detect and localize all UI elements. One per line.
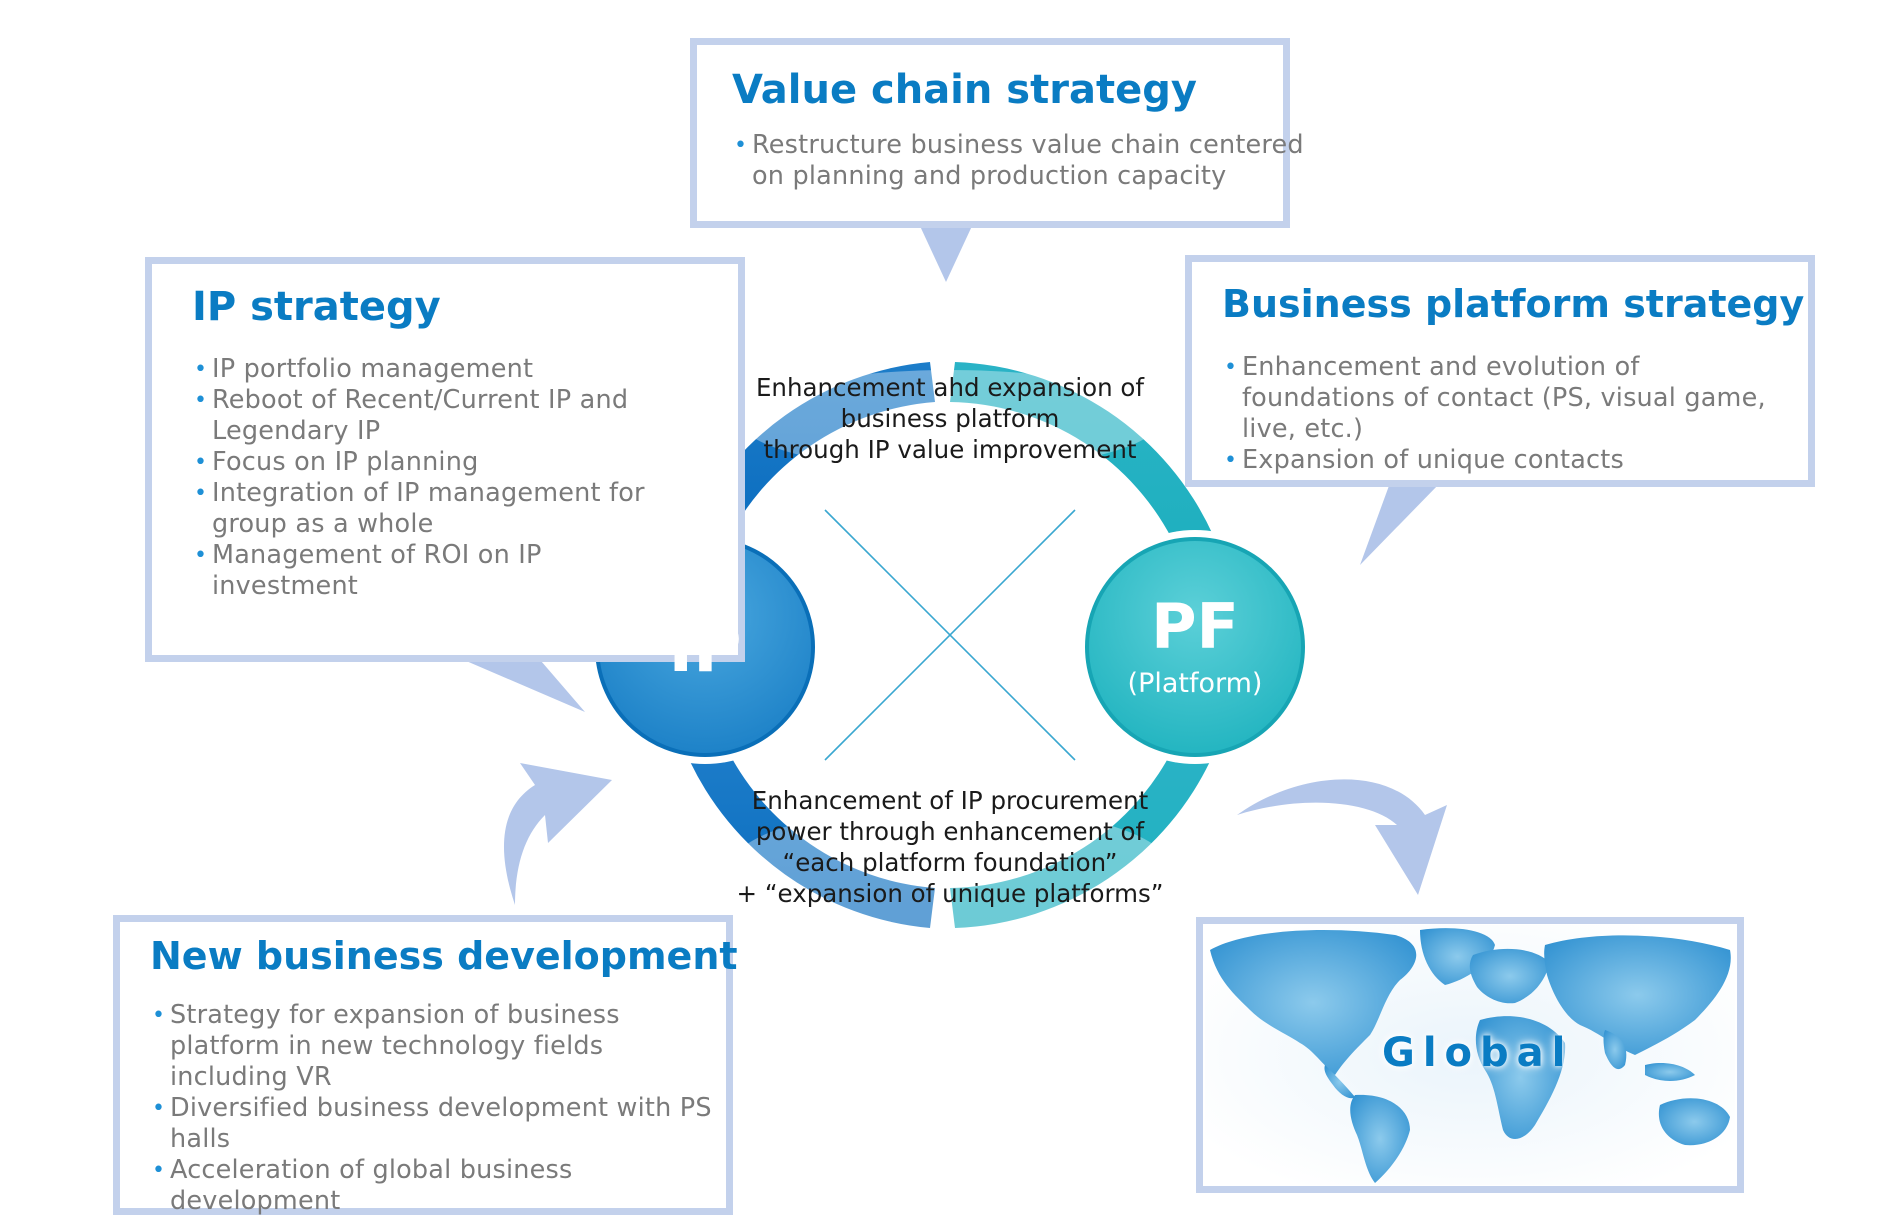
list-item: •Acceleration of global business develop… xyxy=(152,1155,573,1216)
global-label: Global xyxy=(1382,1030,1574,1076)
ip-circle-label: IP xyxy=(668,610,742,687)
bullet-icon: • xyxy=(1224,448,1238,473)
bullet-icon: • xyxy=(152,1158,166,1183)
value-chain-bullets: •Restructure business value chain center… xyxy=(732,130,1304,192)
value-chain-strategy-title: Value chain strategy xyxy=(732,67,1197,113)
new-business-bullets: •Strategy for expansion of business plat… xyxy=(150,1000,712,1217)
platform-strategy-tail xyxy=(1360,483,1440,565)
bullet-icon: • xyxy=(152,1003,166,1028)
world-map xyxy=(1205,925,1735,1185)
value-chain-strategy-box: Value chain strategy •Restructure busine… xyxy=(690,38,1304,228)
cycle-top-text: Enhancement ahd expansion of business pl… xyxy=(755,373,1145,464)
ip-strategy-bullets: •IP portfolio management •Reboot of Rece… xyxy=(192,354,645,602)
list-item: •Restructure business value chain center… xyxy=(734,130,1304,191)
list-item: •Expansion of unique contacts xyxy=(1224,445,1624,475)
ip-strategy-title: IP strategy xyxy=(192,284,441,330)
platform-strategy-title: Business platform strategy xyxy=(1222,282,1805,326)
list-item: •Enhancement and evolution of foundation… xyxy=(1224,352,1766,444)
value-chain-tail xyxy=(920,226,972,282)
ip-strategy-box: IP strategy •IP portfolio management •Re… xyxy=(145,257,745,662)
global-arrow xyxy=(1237,779,1447,895)
bullet-icon: • xyxy=(194,388,208,413)
pf-circle-sublabel: (Platform) xyxy=(1127,668,1263,699)
ring-bottom-left xyxy=(687,743,935,928)
list-item: •Focus on IP planning xyxy=(194,447,479,477)
bullet-icon: • xyxy=(194,450,208,475)
new-business-arrow xyxy=(503,763,612,905)
list-item: •Diversified business development with P… xyxy=(152,1093,712,1154)
ring-bottom-right xyxy=(950,743,1213,928)
bullet-icon: • xyxy=(734,133,748,158)
platform-strategy-box: Business platform strategy •Enhancement … xyxy=(1185,255,1815,487)
list-item: •Management of ROI on IP investment xyxy=(194,540,542,601)
list-item: •Strategy for expansion of business plat… xyxy=(152,1000,620,1092)
bullet-icon: • xyxy=(152,1096,166,1121)
ring-top-left xyxy=(687,362,935,547)
platform-strategy-bullets: •Enhancement and evolution of foundation… xyxy=(1222,352,1766,476)
cycle-bottom-text: Enhancement of IP procurement power thro… xyxy=(736,786,1164,908)
new-business-box: New business development •Strategy for e… xyxy=(113,915,738,1217)
bullet-icon: • xyxy=(194,357,208,382)
ring-top-right xyxy=(950,362,1213,547)
bullet-icon: • xyxy=(194,481,208,506)
new-business-title: New business development xyxy=(150,934,738,978)
list-item: •Reboot of Recent/Current IP and Legenda… xyxy=(194,385,629,446)
bullet-icon: • xyxy=(194,543,208,568)
pf-circle-label: PF xyxy=(1151,590,1239,663)
list-item: •Integration of IP management for group … xyxy=(194,478,645,539)
bullet-icon: • xyxy=(1224,355,1238,380)
ip-strategy-tail xyxy=(450,654,585,712)
list-item: •IP portfolio management xyxy=(194,354,534,384)
global-box xyxy=(1196,917,1744,1193)
